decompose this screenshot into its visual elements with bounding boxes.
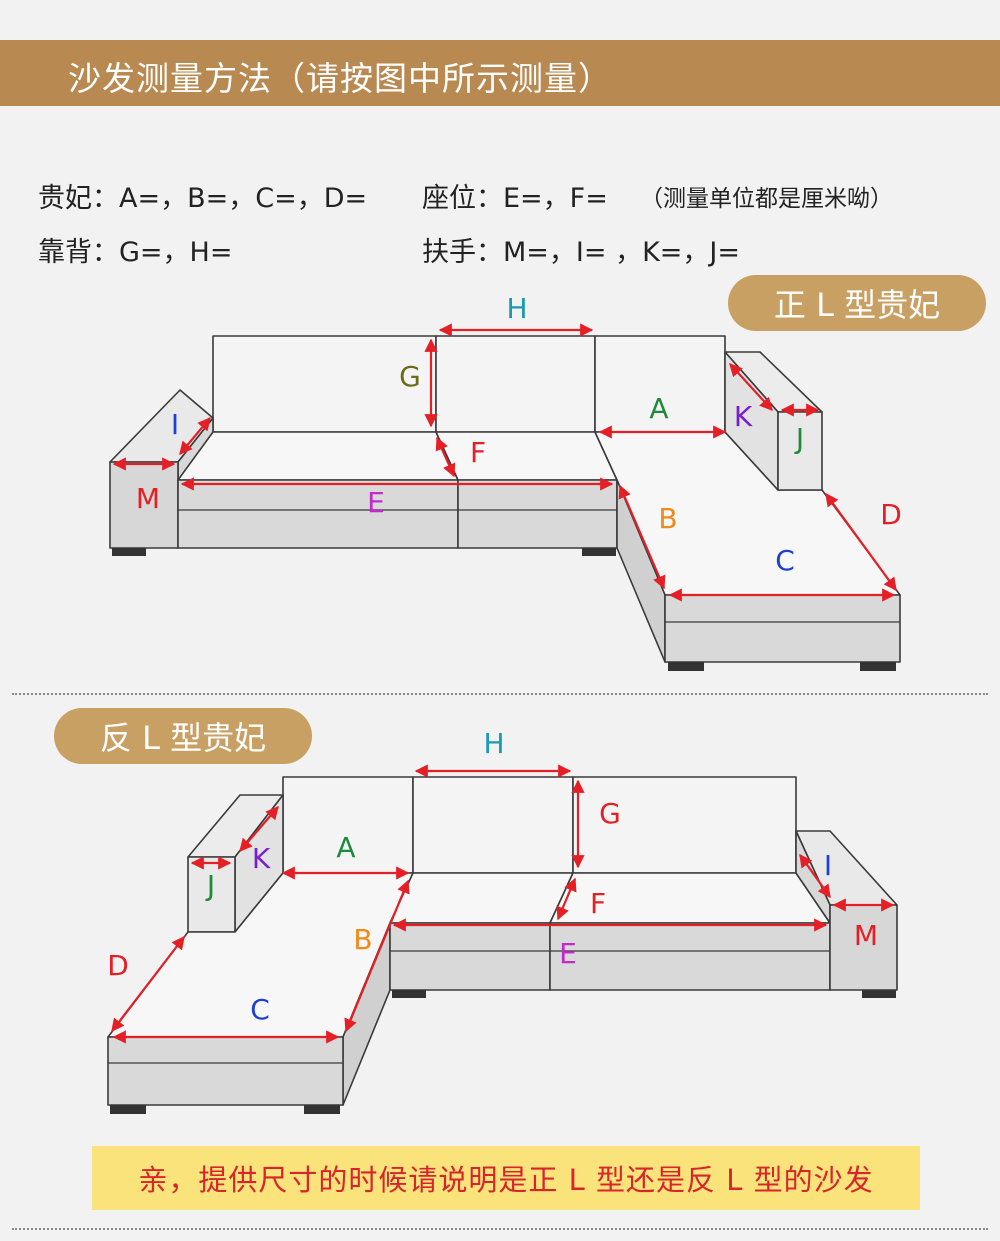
- label-B: B: [658, 502, 677, 535]
- backrest-measure-line: 靠背：G=，H=: [38, 237, 233, 268]
- label-E: E: [367, 486, 385, 519]
- bottom-divider: [12, 1228, 988, 1230]
- chaise-measure-line: 贵妃：A=，B=，C=，D=: [38, 183, 368, 214]
- sofa-leg: [860, 662, 896, 671]
- arrow-B: [618, 484, 666, 590]
- label-D: D: [107, 949, 129, 982]
- sofa-diagram-reverse-l: H G F E A K J B C D I M: [107, 727, 898, 1114]
- badge-right-l-chaise: 正 L 型贵妃: [728, 275, 986, 331]
- backrest-cushion-mid: [435, 335, 596, 433]
- label-M: M: [136, 482, 160, 515]
- unit-note: （测量单位都是厘米呦）: [640, 186, 893, 212]
- label-H: H: [483, 727, 504, 760]
- seat-front-left: [389, 922, 551, 991]
- sofa-leg: [110, 1105, 146, 1114]
- label-F: F: [470, 436, 486, 469]
- arrow-K: [729, 363, 773, 411]
- badge-reverse-l-chaise: 反 L 型贵妃: [54, 708, 312, 764]
- label-G: G: [399, 360, 421, 393]
- label-J: J: [205, 869, 215, 902]
- arrow-F: [556, 877, 577, 921]
- arrow-K: [239, 806, 279, 852]
- label-I: I: [171, 408, 179, 441]
- sofa-leg: [304, 1105, 340, 1114]
- label-K: K: [734, 400, 753, 433]
- label-H: H: [506, 292, 527, 325]
- page-title: 沙发测量方法（请按图中所示测量）: [68, 59, 612, 98]
- sofa-leg: [668, 662, 704, 671]
- seat-top-left: [177, 431, 459, 481]
- sofa-diagram-right-l: H G F E I M A K J B C D: [109, 292, 902, 671]
- arrow-D: [111, 935, 185, 1033]
- label-B: B: [353, 923, 372, 956]
- arrow-I: [179, 416, 211, 456]
- chaise-front: [664, 594, 901, 663]
- sofa-leg: [862, 990, 896, 998]
- sofa-leg: [112, 548, 146, 556]
- seat-measure-line: 座位：E=，F=: [422, 183, 608, 214]
- arrow-B: [344, 879, 410, 1033]
- seat-top-right: [435, 431, 618, 481]
- arrow-I: [799, 853, 831, 899]
- backrest-cushion-mid: [412, 776, 574, 874]
- seat-front-right: [549, 922, 831, 991]
- seat-front-right: [457, 479, 618, 549]
- label-K: K: [252, 842, 271, 875]
- label-F: F: [590, 887, 606, 920]
- footer-banner: 亲，提供尺寸的时候请说明是正 L 型还是反 L 型的沙发: [92, 1146, 920, 1210]
- label-C: C: [250, 993, 270, 1026]
- arrow-D: [825, 492, 897, 592]
- section-divider: [12, 693, 988, 695]
- chaise-front: [107, 1036, 344, 1106]
- seat-front-left: [177, 479, 459, 549]
- label-I: I: [824, 849, 832, 882]
- footer-note: 亲，提供尺寸的时候请说明是正 L 型还是反 L 型的沙发: [138, 1163, 874, 1197]
- arrow-F: [435, 436, 456, 478]
- seat-top-left: [389, 872, 574, 924]
- label-E: E: [559, 937, 577, 970]
- label-A: A: [649, 392, 668, 425]
- label-G: G: [599, 797, 621, 830]
- armrest-measure-line: 扶手：M=，I= ，K=，J=: [422, 237, 741, 268]
- label-J: J: [794, 422, 804, 455]
- sofa-leg: [582, 548, 616, 556]
- sofa-leg: [392, 990, 426, 998]
- header-bar: [0, 40, 1000, 106]
- label-A: A: [336, 831, 355, 864]
- label-C: C: [775, 544, 795, 577]
- label-M: M: [854, 919, 878, 952]
- label-D: D: [880, 498, 902, 531]
